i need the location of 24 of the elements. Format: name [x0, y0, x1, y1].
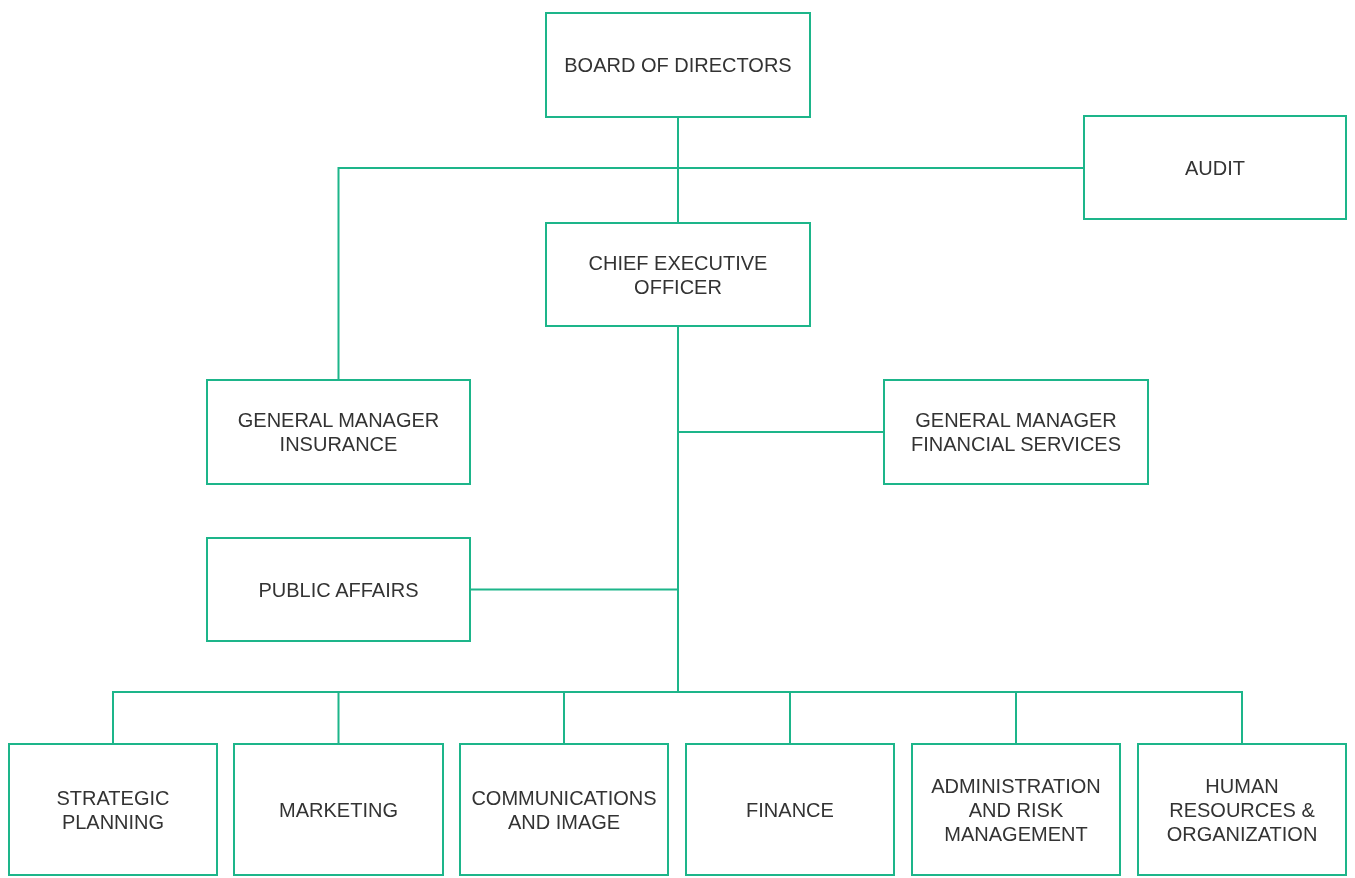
box-label: BOARD OF DIRECTORS — [563, 53, 793, 77]
org-box — [206, 379, 471, 485]
box-label: GENERAL MANAGER FINANCIAL SERVICES — [909, 408, 1123, 456]
org-box — [545, 12, 811, 118]
org-box — [1137, 743, 1347, 876]
box-label: HUMAN RESOURCES & ORGANIZATION — [1165, 773, 1319, 846]
org-box — [1083, 115, 1347, 220]
box-label: PUBLIC AFFAIRS — [257, 577, 420, 602]
org-box — [685, 743, 895, 876]
org-box — [883, 379, 1149, 485]
org-box — [206, 537, 471, 642]
box-label: STRATEGIC PLANNING — [55, 785, 171, 834]
box-label: AUDIT — [1184, 155, 1246, 180]
box-label: FINANCE — [745, 797, 835, 822]
org-box — [233, 743, 444, 876]
box-label: GENERAL MANAGER INSURANCE — [236, 408, 441, 456]
org-box — [8, 743, 218, 876]
org-box — [459, 743, 669, 876]
box-label: COMMUNICATIONS AND IMAGE — [470, 785, 658, 834]
box-label: ADMINISTRATION AND RISK MANAGEMENT — [930, 773, 1102, 846]
org-box — [911, 743, 1121, 876]
box-label: CHIEF EXECUTIVE OFFICER — [587, 250, 769, 299]
org-box — [545, 222, 811, 327]
box-label: MARKETING — [278, 797, 399, 822]
